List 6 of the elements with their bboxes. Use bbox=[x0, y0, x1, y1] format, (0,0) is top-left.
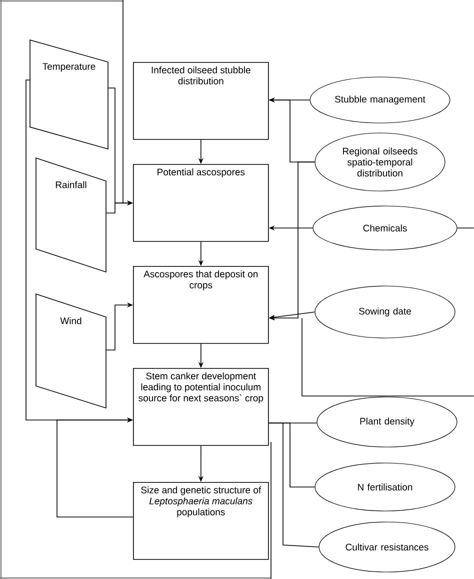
process-box: Ascospores that deposit on crops bbox=[133, 266, 269, 344]
process-box: Size and genetic structure of Leptosphaeria maculans populations bbox=[133, 482, 269, 560]
process-box: Stem canker development leading to potential inoculum source for next seasons` crop bbox=[133, 368, 269, 446]
process-box: Infected oilseed stubble distribution bbox=[133, 62, 269, 140]
process-box: Potential ascospores bbox=[133, 164, 269, 242]
arrow bbox=[56, 417, 134, 518]
